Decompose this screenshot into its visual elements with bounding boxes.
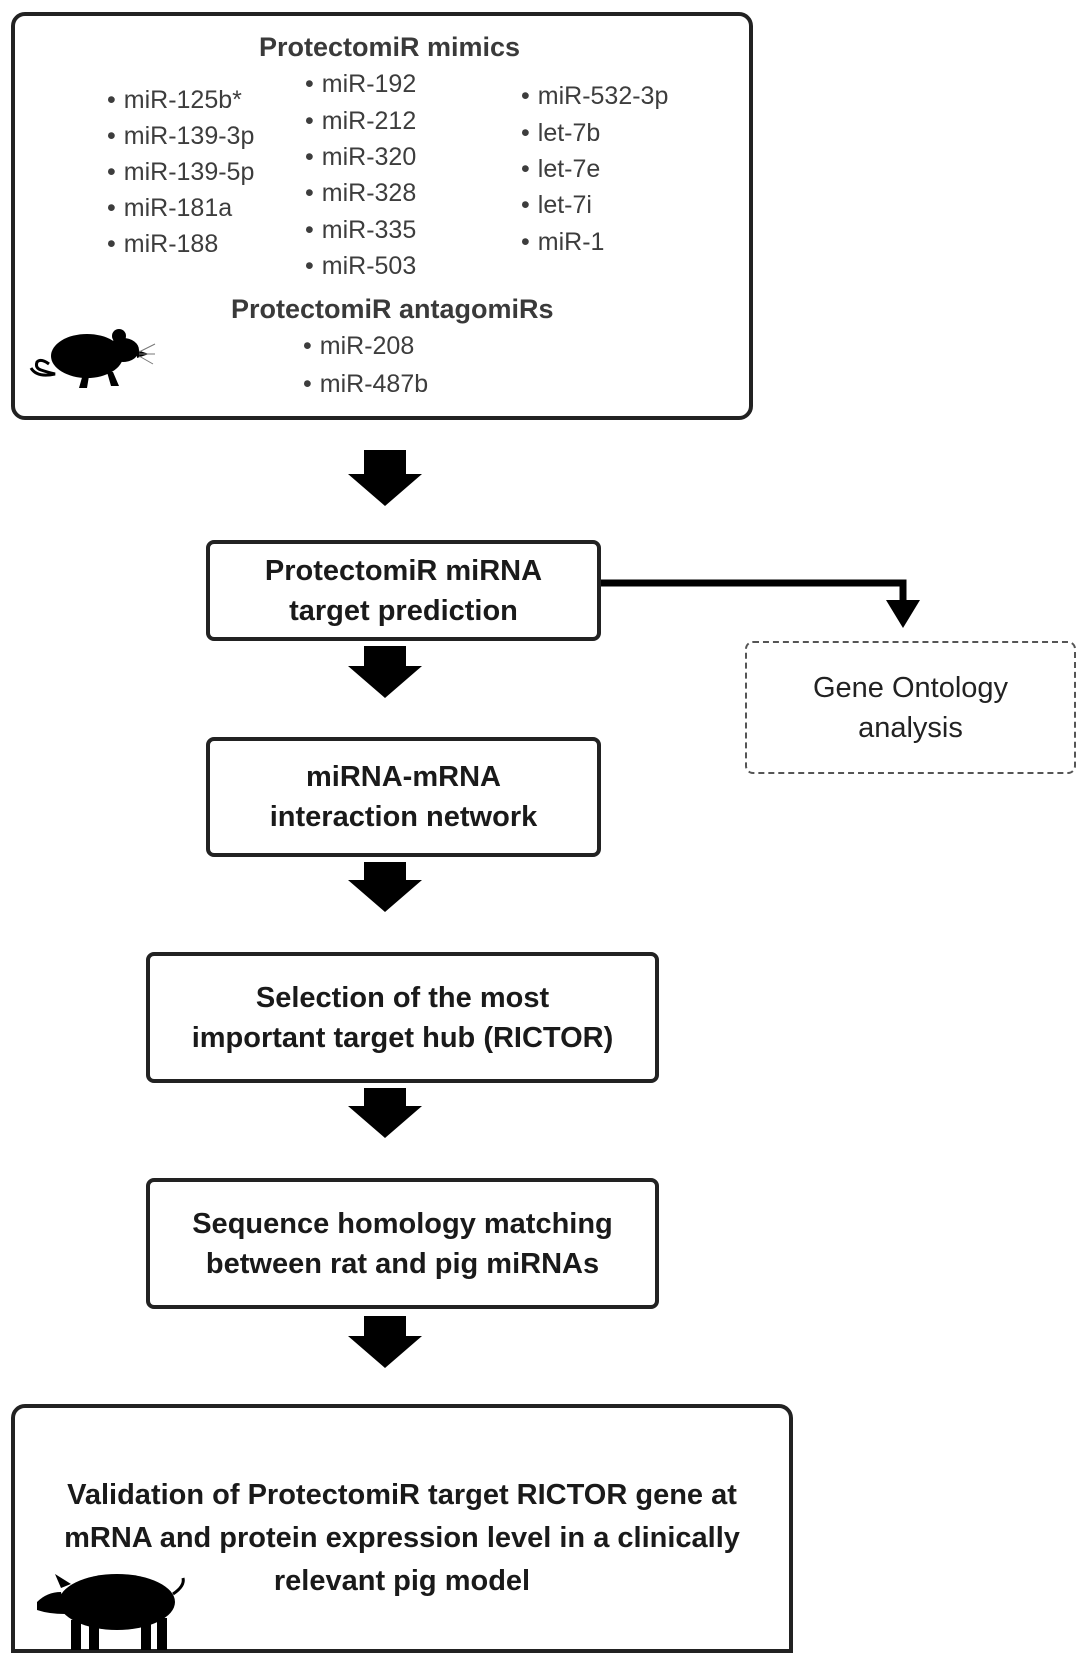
step-line: Validation of ProtectomiR target RICTOR …: [67, 1479, 737, 1511]
mimic-item: miR-335: [305, 216, 416, 245]
go-line: analysis: [858, 711, 963, 744]
mimic-item: miR-125b*: [107, 86, 242, 115]
step-line: Sequence homology matching: [192, 1207, 613, 1240]
pig-silhouette-icon: [37, 1574, 185, 1650]
mimic-item: miR-139-3p: [107, 122, 255, 151]
step-line: target prediction: [289, 594, 518, 627]
mimic-item: miR-1: [521, 228, 605, 257]
down-arrow: [348, 1316, 422, 1368]
go-line: Gene Ontology: [812, 671, 1009, 704]
hub-selection-box: Selection of the most important target h…: [146, 952, 659, 1083]
mimic-item: miR-192: [305, 70, 416, 99]
down-arrow: [348, 646, 422, 698]
target-prediction-box: ProtectomiR miRNA target prediction: [206, 540, 601, 641]
step-line: interaction network: [269, 801, 538, 833]
down-arrow: [348, 862, 422, 912]
mimic-item: miR-532-3p: [521, 82, 669, 111]
step-line: mRNA and protein expression level in a c…: [64, 1522, 740, 1554]
mimic-item: miR-212: [305, 107, 416, 136]
mimic-item: let-7b: [521, 119, 601, 148]
interaction-network-box: miRNA-mRNA interaction network: [206, 737, 601, 857]
antagomir-item: miR-487b: [303, 370, 428, 399]
gene-ontology-box: Gene Ontology analysis: [745, 641, 1076, 774]
mimic-item: miR-503: [305, 252, 416, 281]
homology-box: Sequence homology matching between rat a…: [146, 1178, 659, 1309]
step-line: miRNA-mRNA: [306, 761, 501, 793]
side-arrowhead: [886, 600, 920, 628]
step-line: relevant pig model: [273, 1565, 531, 1597]
mimic-item: miR-320: [305, 143, 416, 172]
mimic-item: let-7i: [521, 191, 592, 220]
step-line: Selection of the most: [255, 981, 550, 1014]
antagomir-item: miR-208: [303, 332, 414, 361]
mimic-item: miR-139-5p: [107, 158, 255, 187]
step-line: important target hub (RICTOR): [191, 1021, 614, 1054]
validation-box: Validation of ProtectomiR target RICTOR …: [11, 1404, 793, 1653]
rat-silhouette-icon: [29, 329, 156, 388]
step-line: ProtectomiR miRNA: [264, 554, 543, 587]
mimic-item: miR-328: [305, 179, 416, 208]
mimic-item: miR-181a: [107, 194, 232, 223]
step-line: between rat and pig miRNAs: [205, 1247, 600, 1280]
side-connector: [566, 579, 907, 600]
antagomirs-title: ProtectomiR antagomiRs: [231, 294, 554, 324]
mimic-item: let-7e: [521, 155, 601, 184]
down-arrow: [348, 450, 422, 506]
mimics-title: ProtectomiR mimics: [259, 32, 521, 62]
protectomir-box: ProtectomiR mimics miR-125b* miR-139-3p …: [11, 12, 753, 420]
mimic-item: miR-188: [107, 230, 218, 259]
down-arrow: [348, 1088, 422, 1138]
